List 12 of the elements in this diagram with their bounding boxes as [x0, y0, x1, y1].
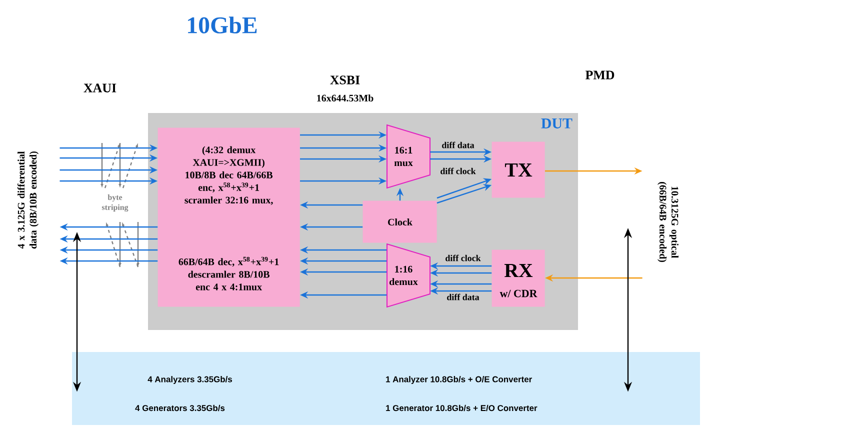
section-label: XAUI: [84, 84, 116, 92]
section-label: XSBI: [330, 76, 360, 84]
diagram-title: 10GbE: [188, 16, 257, 34]
section-label: PMD: [585, 70, 614, 80]
rotated-label: 4 x 3.125G differential data (8B/10B encoded): [17, 151, 39, 249]
instrument-band: 4 Analyzers 3.35Gb/s 1 Analyzer 10.8Gb/s + O/E Converter 4 Generators 3.35Gb/s 1 Generator 10.8Gb/s + E/O Converter: [72, 352, 700, 425]
rotated-label: 10.3125G optical (66B/64B encoded): [658, 182, 678, 262]
section-label: 16x644.53Mb: [317, 94, 374, 102]
process-box: RX w/ CDR: [492, 250, 545, 307]
process-box: (4:32 demux XAUI=>XGMII) 10B/8B dec 64B/66B enc, x$^{58}$+x$^{39}$+1 scramler 32:16 mux, 66B/64B dec, x$^{58}$+x$^{39}$+1 descramler 8B/10B enc 4 x 4:1mux: [158, 128, 300, 307]
process-box: TX: [492, 142, 545, 198]
process-box: Clock: [362, 200, 437, 243]
